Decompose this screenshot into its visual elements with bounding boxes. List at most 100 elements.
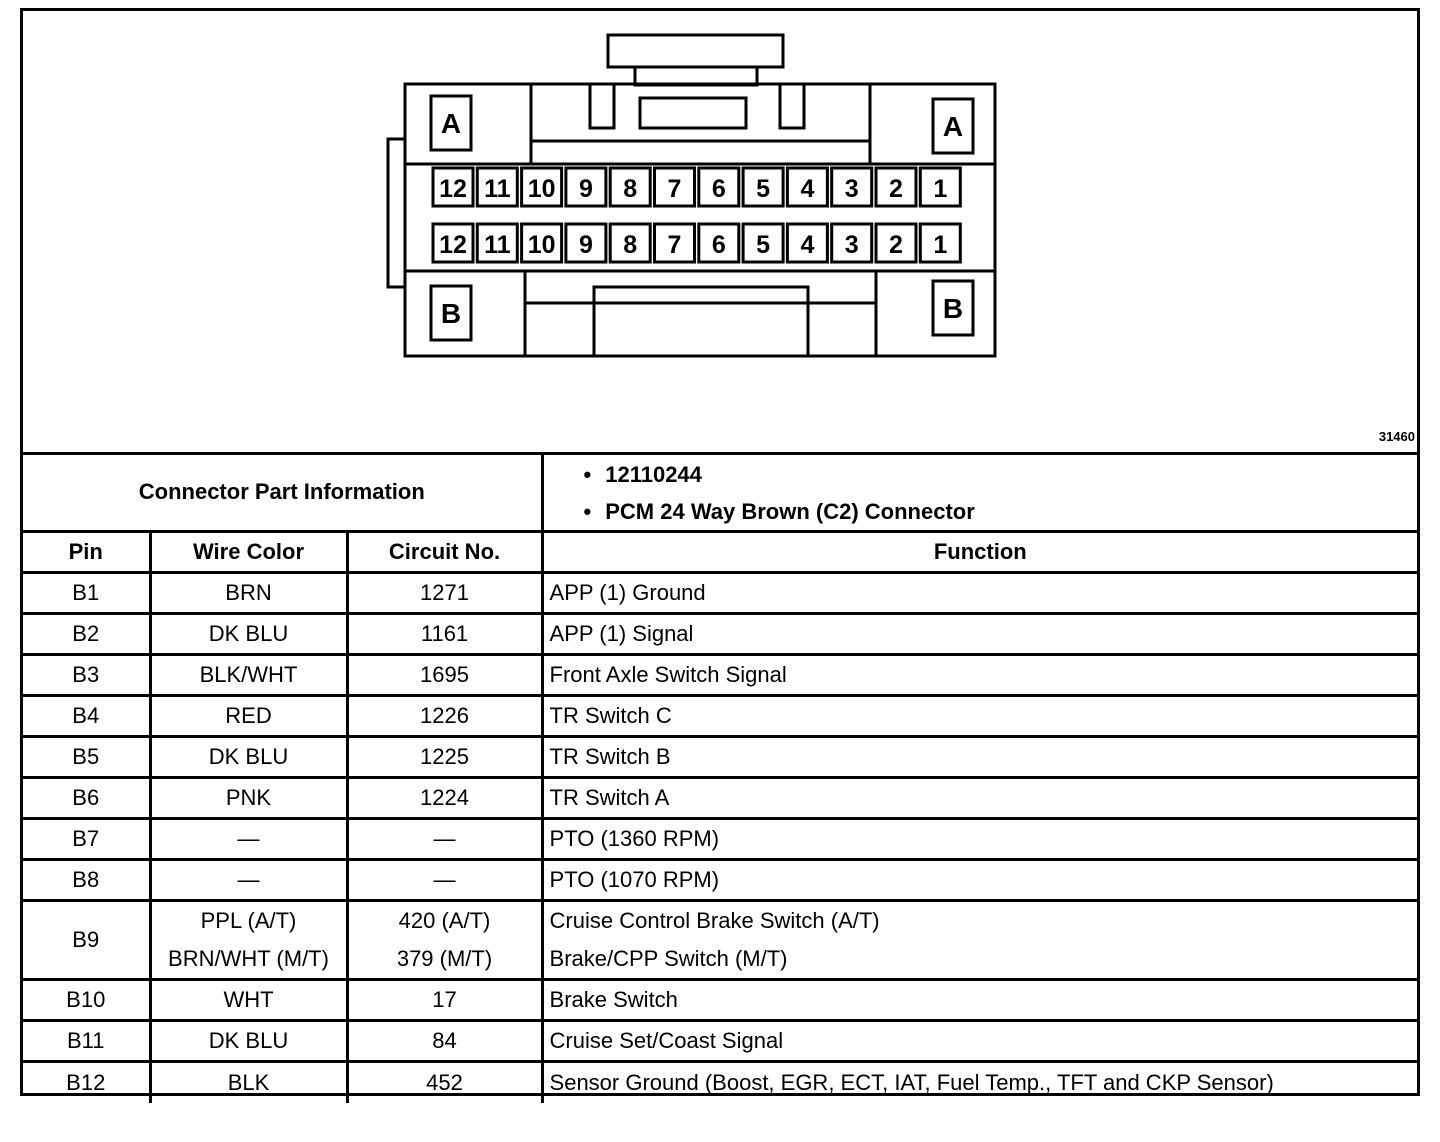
pin-cavity [608,166,652,208]
pin-number-label: 6 [712,175,726,203]
cell-wire-color: DK BLU [148,1019,349,1063]
cell-circuit-no-line: 379 (M/T) [396,946,493,971]
cell-circuit-no: 1161 [345,612,544,656]
pin-cavity [520,222,564,264]
cell-circuit-no: 84 [345,1019,544,1063]
pin-number-label: 2 [889,175,903,203]
pin-number-label: 12 [439,231,467,259]
row-b-label-left-box [429,284,473,342]
cell-function: TR Switch A [540,776,1418,820]
cell-circuit-no: 1226 [345,694,544,738]
cell-wire-color: RED [148,694,349,738]
pin-number-label: 10 [528,175,556,203]
pin-cavity [918,222,962,264]
cell-function: Brake Switch [540,978,1418,1022]
cell-circuit-no: 1271 [345,571,544,615]
cell-function: PTO (1360 RPM) [540,817,1418,861]
row-a-label-left: A [441,108,461,139]
pin-cavity [564,166,608,208]
pin-cavity [431,222,475,264]
cell-function: Sensor Ground (Boost, EGR, ECT, IAT, Fue… [540,1060,1418,1103]
row-b-label-right: B [943,293,963,324]
pin-cavity [653,166,696,208]
pin-number-label: 8 [623,175,637,203]
cell-circuit-no: 17 [345,978,544,1022]
cell-wire-color: BLK [148,1060,349,1103]
cell-wire-color: BLK/WHT [148,653,349,697]
pin-cavity [741,222,785,264]
pin-number-label: 12 [439,175,467,203]
cell-circuit-no: 1224 [345,776,544,820]
pin-number-label: 2 [889,231,903,259]
part-info-row: Connector Part Information 12110244 PCM … [23,452,1418,533]
cell-function: Front Axle Switch Signal [540,653,1418,697]
pin-cavity [431,166,475,208]
pin-cavity [785,222,829,264]
cell-circuit-no: 420 (A/T) 379 (M/T) [345,899,544,981]
pin-number-label: 5 [756,231,770,259]
cell-wire-color-line: PPL (A/T) [200,908,297,933]
cell-wire-color: WHT [148,978,349,1022]
figure-number: 31460 [1378,429,1415,444]
cell-function: Cruise Control Brake Switch (A/T)Brake/C… [540,899,1418,981]
pin-number-label: 7 [668,231,682,259]
pin-number-label: 6 [712,231,726,259]
pin-number-label: 1 [933,175,947,203]
row-a-label-right-box [931,97,975,155]
cell-function: Cruise Set/Coast Signal [540,1019,1418,1063]
cell-circuit-no: 452 [345,1060,544,1103]
pin-number-label: 7 [668,175,682,203]
cell-circuit-no: — [345,858,544,902]
table-row: B8——PTO (1070 RPM) [23,858,1418,902]
pin-number-label: 4 [800,175,814,203]
pin-number-label: 8 [623,231,637,259]
cell-pin: B3 [23,653,152,697]
pin-cavity [653,222,696,264]
pin-cavity [830,222,874,264]
cell-pin: B9 [23,899,152,981]
pin-cavity [918,166,962,208]
pin-number-label: 9 [579,231,593,259]
cell-pin: B2 [23,612,152,656]
part-info-label: Connector Part Information [23,452,544,533]
pin-cavity [475,222,519,264]
cell-function-line: Cruise Control Brake Switch (A/T) [549,908,880,933]
pin-cavity [475,166,519,208]
cell-pin: B8 [23,858,152,902]
pin-cavity [830,166,874,208]
cell-pin: B10 [23,978,152,1022]
cell-wire-color: — [148,858,349,902]
pin-cavity [874,222,918,264]
pin-number-label: 11 [484,175,511,203]
table-row: B7——PTO (1360 RPM) [23,817,1418,861]
cell-circuit-no: 1225 [345,735,544,779]
pin-number-label: 10 [528,231,556,259]
cell-wire-color: PNK [148,776,349,820]
cell-function: TR Switch B [540,735,1418,779]
column-header-function: Function [540,530,1418,574]
cell-pin: B6 [23,776,152,820]
pin-number-label: 4 [800,231,814,259]
cell-pin: B1 [23,571,152,615]
row-a-label-right: A [943,111,963,142]
pin-cavity [697,222,741,264]
pin-cavity [697,166,741,208]
column-header-circuit-no: Circuit No. [345,530,544,574]
pin-cavity [785,166,829,208]
pin-cavity [741,166,785,208]
cell-circuit-no-line: 420 (A/T) [398,908,491,933]
cell-wire-color: BRN [148,571,349,615]
cell-wire-color: DK BLU [148,612,349,656]
pin-cavity [608,222,652,264]
cell-circuit-no: 1695 [345,653,544,697]
part-number: 12110244 [584,456,1412,493]
